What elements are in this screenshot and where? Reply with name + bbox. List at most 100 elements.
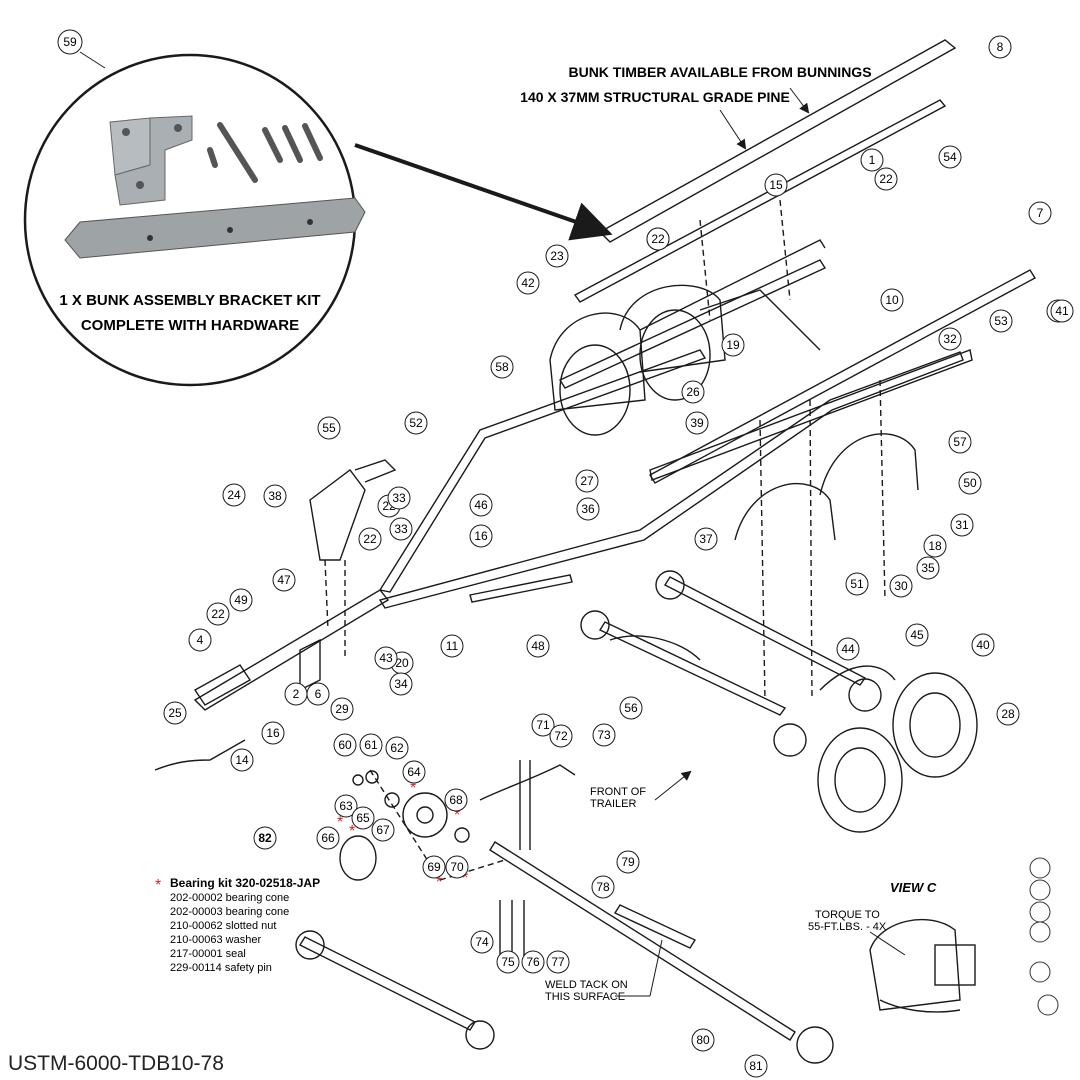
balloon-4: 4 (188, 628, 212, 652)
balloon-77: 77 (546, 950, 570, 974)
part-balloons: 1246781011141516161718192022222222222223… (163, 35, 1074, 1078)
balloon-67: 67 (371, 818, 395, 842)
balloon-29: 29 (330, 697, 354, 721)
balloon-number: 47 (277, 573, 291, 587)
balloon-number: 1 (869, 153, 876, 167)
balloon-81: 81 (744, 1054, 768, 1078)
balloon-45: 45 (905, 623, 929, 647)
weld-note-line-1: WELD TACK ON (545, 979, 628, 991)
bunk-bracket-image (109, 115, 193, 206)
balloon-44: 44 (836, 637, 860, 661)
balloon-60: 60 (333, 733, 357, 757)
balloon-number: 48 (531, 639, 545, 653)
bearing-kit-item: 210-00063 washer (170, 934, 261, 946)
balloon-22: 22 (358, 527, 382, 551)
balloon-79: 79 (616, 850, 640, 874)
balloon-number: 54 (943, 150, 957, 164)
balloon-number: 10 (885, 293, 899, 307)
balloon-number: 23 (550, 249, 564, 263)
balloon-66: 66 (316, 826, 340, 850)
svg-text:59: 59 (63, 35, 77, 49)
balloon-33: 33 (387, 486, 411, 510)
balloon-number: 42 (521, 276, 535, 290)
balloon-number: 73 (597, 728, 611, 742)
balloon-7: 7 (1028, 201, 1052, 225)
balloon-number: 4 (197, 633, 204, 647)
balloon-1: 1 (860, 148, 884, 172)
balloon-number: 80 (696, 1033, 710, 1047)
balloon-number: 33 (394, 522, 408, 536)
balloon-80: 80 (691, 1028, 715, 1052)
svg-text:*: * (349, 823, 355, 840)
balloon-number: 16 (266, 726, 280, 740)
balloon-42: 42 (516, 271, 540, 295)
balloon-number: 45 (910, 628, 924, 642)
balloon-number: 32 (943, 332, 957, 346)
balloon-number: 19 (726, 338, 740, 352)
balloon-number: 34 (394, 677, 408, 691)
bearing-kit-star: * (155, 877, 161, 894)
balloon-number: 24 (227, 488, 241, 502)
balloon-33: 33 (389, 517, 413, 541)
bearing-kit-balloon: 82 (258, 831, 272, 845)
balloon-40: 40 (971, 633, 995, 657)
balloon-39: 39 (685, 411, 709, 435)
bunk-note-line-2: 140 X 37MM STRUCTURAL GRADE PINE (520, 89, 790, 105)
balloon-24: 24 (222, 483, 246, 507)
balloon-78: 78 (591, 875, 615, 899)
balloon-number: 72 (554, 729, 568, 743)
balloon-69: 69 (422, 855, 446, 879)
front-of-trailer-line-1: FRONT OF (590, 786, 646, 798)
svg-text:*: * (462, 870, 468, 887)
balloon-number: 66 (321, 831, 335, 845)
balloon-55: 55 (317, 416, 341, 440)
balloon-number: 69 (427, 860, 441, 874)
bearing-stars: * * * * * * (337, 780, 468, 891)
balloon-number: 31 (955, 518, 969, 532)
balloon-49: 49 (229, 588, 253, 612)
balloon-57: 57 (948, 430, 972, 454)
balloon-number: 20 (395, 656, 409, 670)
balloon-23: 23 (545, 244, 569, 268)
balloon-65: 65 (351, 806, 375, 830)
balloon-number: 61 (364, 738, 378, 752)
balloon-52: 52 (404, 411, 428, 435)
balloon-6: 6 (306, 682, 330, 706)
balloon-58: 58 (490, 355, 514, 379)
balloon-number: 55 (322, 421, 336, 435)
balloon-number: 58 (495, 360, 509, 374)
balloon-64: 64 (402, 760, 426, 784)
balloon-number: 65 (356, 811, 370, 825)
balloon-48: 48 (526, 634, 550, 658)
balloon-number: 76 (526, 955, 540, 969)
balloon-62: 62 (385, 736, 409, 760)
balloon-number: 79 (621, 855, 635, 869)
balloon-number: 74 (475, 935, 489, 949)
view-c-title: VIEW C (890, 880, 937, 895)
balloon-75: 75 (496, 950, 520, 974)
balloon-number: 22 (363, 532, 377, 546)
bearing-kit-item: 229-00114 safety pin (170, 962, 272, 974)
balloon-number: 64 (407, 765, 421, 779)
svg-text:*: * (337, 814, 343, 831)
balloon-number: 56 (624, 701, 638, 715)
balloon-56: 56 (619, 696, 643, 720)
balloon-number: 16 (474, 529, 488, 543)
balloon-32: 32 (938, 327, 962, 351)
balloon-number: 51 (850, 577, 864, 591)
balloon-number: 62 (390, 741, 404, 755)
balloon-number: 26 (686, 385, 700, 399)
balloon-74: 74 (470, 930, 494, 954)
balloon-37: 37 (694, 527, 718, 551)
balloon-number: 41 (1055, 304, 1069, 318)
balloon-26: 26 (681, 380, 705, 404)
balloon-31: 31 (950, 513, 974, 537)
balloon-number: 28 (1001, 707, 1015, 721)
balloon-68: 68 (444, 788, 468, 812)
balloon-76: 76 (521, 950, 545, 974)
balloon-16: 16 (469, 524, 493, 548)
balloon-54: 54 (938, 145, 962, 169)
balloon-38: 38 (263, 484, 287, 508)
balloon-number: 14 (235, 753, 249, 767)
